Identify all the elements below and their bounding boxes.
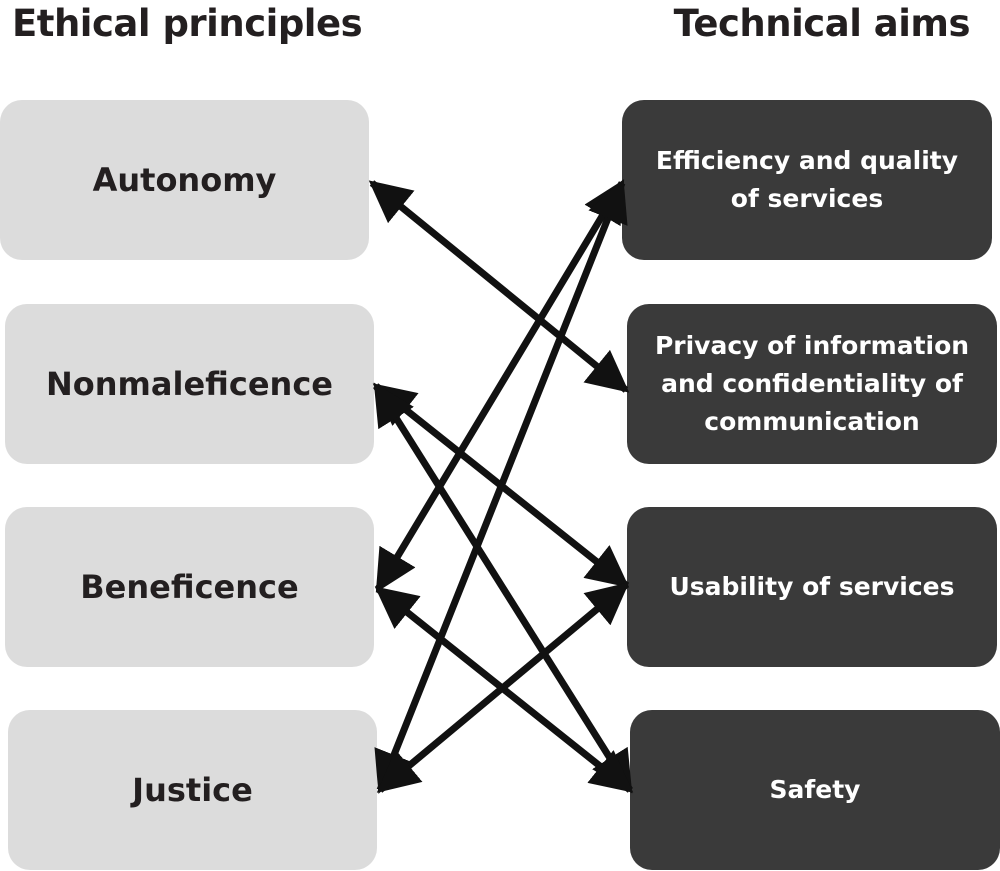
arrow-beneficence-efficiency <box>375 179 625 593</box>
aim-box-safety: Safety <box>630 710 1000 870</box>
aim-label-safety: Safety <box>769 775 861 804</box>
arrow-beneficence-safety <box>374 586 634 793</box>
principle-box-justice: Justice <box>8 710 377 870</box>
principle-box-nonmaleficence: Nonmaleficence <box>5 304 374 464</box>
aim-label-usability: Usability of services <box>669 572 955 601</box>
arrow-nonmaleficence-safety <box>373 382 633 794</box>
arrow-nonmaleficence-usability <box>372 383 630 588</box>
principle-box-autonomy: Autonomy <box>0 100 369 260</box>
technical-aims-heading: Technical aims <box>673 2 971 45</box>
principle-label-nonmaleficence: Nonmaleficence <box>46 365 333 403</box>
arrow-justice-usability <box>376 582 630 793</box>
aim-label-privacy: Privacy of information and confidentiali… <box>654 331 970 436</box>
aim-box-usability: Usability of services <box>627 507 997 667</box>
principle-label-beneficence: Beneficence <box>80 568 299 606</box>
principle-box-beneficence: Beneficence <box>5 507 374 667</box>
principle-label-autonomy: Autonomy <box>92 161 277 199</box>
ethical-principles-heading: Ethical principles <box>12 2 363 45</box>
aim-box-privacy: Privacy of information and confidentiali… <box>627 304 997 464</box>
arrow-autonomy-privacy <box>368 180 630 393</box>
aim-label-efficiency: Efficiency and quality of services <box>655 146 959 213</box>
aim-box-efficiency: Efficiency and quality of services <box>622 100 992 260</box>
arrow-justice-efficiency <box>374 179 628 794</box>
principle-label-justice: Justice <box>132 771 253 809</box>
